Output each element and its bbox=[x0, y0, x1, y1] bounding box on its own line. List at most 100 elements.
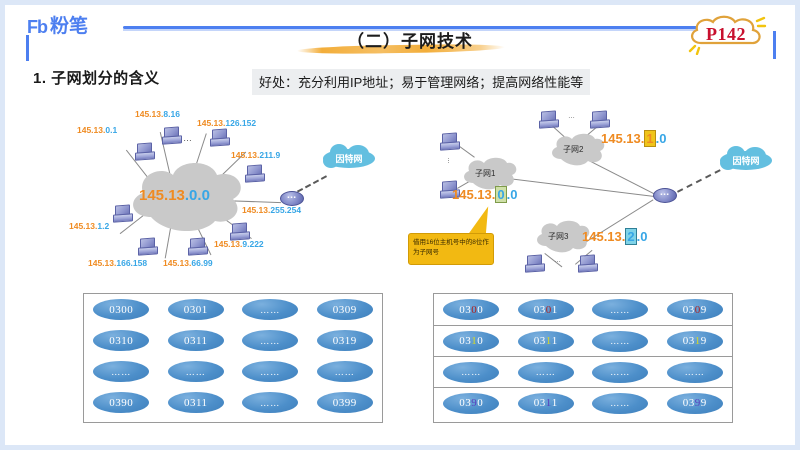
subnet-2-ip-label: 145.13.1.0 bbox=[601, 130, 667, 147]
network-address-label: 145.13.0.0 bbox=[139, 187, 210, 204]
host-ip-label: 145.13.126.152 bbox=[197, 118, 257, 128]
internet-dash-link bbox=[677, 169, 721, 193]
host-computer-icon bbox=[590, 110, 610, 129]
highlighted-subnet-digit: 9 bbox=[471, 397, 478, 409]
subnet-link-line bbox=[499, 177, 661, 198]
subnet-1-label: 子网1 bbox=[475, 169, 496, 178]
subnet-id-pill: 0300 bbox=[93, 299, 150, 320]
subnet-callout: 借用16位主机号中的8位作为子网号 bbox=[408, 233, 494, 265]
subnet-id-pill: …… bbox=[242, 330, 299, 351]
header-rule-shadow bbox=[123, 29, 733, 31]
host-computer-icon bbox=[525, 254, 545, 273]
table-cell: 0319 bbox=[308, 325, 383, 356]
host-computer-icon bbox=[210, 128, 230, 147]
host-computer-icon bbox=[188, 237, 208, 256]
subnet-id-pill: …… bbox=[666, 361, 723, 383]
host-computer-icon bbox=[230, 222, 250, 241]
ellipsis-dots: … bbox=[446, 157, 453, 165]
highlighted-subnet-digit: 1 bbox=[471, 335, 478, 347]
table-row: 0310 0311 …… 0319 bbox=[84, 325, 382, 356]
brand-logo-text: 粉笔 bbox=[50, 16, 89, 37]
highlighted-subnet-digit: 0 bbox=[545, 303, 552, 316]
table-cell: 0301 bbox=[159, 294, 234, 325]
host-computer-icon bbox=[135, 142, 155, 161]
host-ip-label: 145.13.66.99 bbox=[163, 258, 213, 268]
subnet-id-pill: 0311 bbox=[167, 330, 224, 351]
router-icon: ▪▪▪ bbox=[653, 188, 677, 203]
table-row: 0300 0301……0309 bbox=[84, 294, 382, 325]
benefit-note: 好处：充分利用IP地址；易于管理网络；提高网络性能等 bbox=[252, 69, 591, 95]
page-title: （二）子网技术 bbox=[347, 32, 473, 51]
host-computer-icon bbox=[113, 204, 133, 223]
highlighted-subnet-digit: 1 bbox=[545, 335, 552, 347]
table-cell: 0310 bbox=[84, 325, 159, 356]
table-cell: 0399 bbox=[308, 387, 383, 418]
right-accent-bar bbox=[773, 31, 776, 59]
internet-cloud: 因特网 bbox=[720, 146, 772, 174]
internet-cloud-label: 因特网 bbox=[732, 155, 760, 166]
page-badge: P142 bbox=[685, 13, 767, 56]
highlighted-subnet-digit: 1 bbox=[545, 397, 552, 409]
host-ip-label: 145.13.0.1 bbox=[77, 125, 118, 135]
table-cell: …… bbox=[583, 357, 658, 387]
brand-logo-mark: Fb bbox=[27, 16, 48, 37]
subnet-id-pill: …… bbox=[517, 361, 574, 383]
subnet-id-pill: …… bbox=[242, 392, 299, 413]
host-computer-icon bbox=[440, 132, 460, 151]
ellipsis-dots: … bbox=[568, 113, 576, 120]
subnet-id-pill: …… bbox=[242, 361, 299, 382]
subnet-3-label: 子网3 bbox=[548, 232, 569, 241]
left-accent-bar bbox=[26, 35, 29, 61]
table-cell: …… bbox=[583, 388, 658, 418]
subnet-1-ip-label: 145.13.0.0 bbox=[452, 186, 518, 203]
subnet-2-label: 子网2 bbox=[563, 145, 584, 154]
subnet-id-pill: 0390 bbox=[93, 392, 150, 413]
cloud-badge-icon bbox=[688, 15, 767, 56]
network-cloud-shape bbox=[133, 163, 241, 232]
subnet-cloud-shape bbox=[537, 220, 590, 253]
table-row: …………………… bbox=[84, 356, 382, 387]
table-cell: …… bbox=[233, 325, 308, 356]
subnet-cloud-shape bbox=[464, 157, 517, 190]
host-ip-label: 145.13.255.254 bbox=[242, 205, 302, 215]
brand-logo: Fb 粉笔 bbox=[27, 17, 88, 36]
table-cell: 0309 bbox=[308, 294, 383, 325]
table-cell: …… bbox=[308, 356, 383, 387]
table-cell: …… bbox=[583, 294, 658, 325]
host-ip-label: 145.13.8.16 bbox=[135, 109, 180, 119]
host-ip-label: 145.13.166.158 bbox=[88, 258, 148, 268]
router-icon: ▪▪▪ bbox=[280, 191, 304, 206]
host-ip-label: 145.13.9.222 bbox=[214, 239, 264, 249]
table-cell: …… bbox=[658, 357, 733, 387]
ellipsis-dots: … bbox=[183, 133, 193, 143]
subnet-id-pill: …… bbox=[592, 330, 649, 352]
table-cell: …… bbox=[233, 356, 308, 387]
highlighted-subnet-digit: 9 bbox=[694, 397, 701, 409]
host-computer-icon bbox=[578, 254, 598, 273]
host-ip-label: 145.13.211.9 bbox=[231, 150, 281, 160]
subnet-id-pill: …… bbox=[592, 361, 649, 383]
table-cell: …… bbox=[583, 326, 658, 356]
host-ip-label: 145.13.1.2 bbox=[69, 221, 110, 231]
table-cell: 0300 bbox=[84, 294, 159, 325]
subnet-id-pill: …… bbox=[316, 361, 373, 382]
table-cell: …… bbox=[233, 387, 308, 418]
table-cell: …… bbox=[233, 294, 308, 325]
